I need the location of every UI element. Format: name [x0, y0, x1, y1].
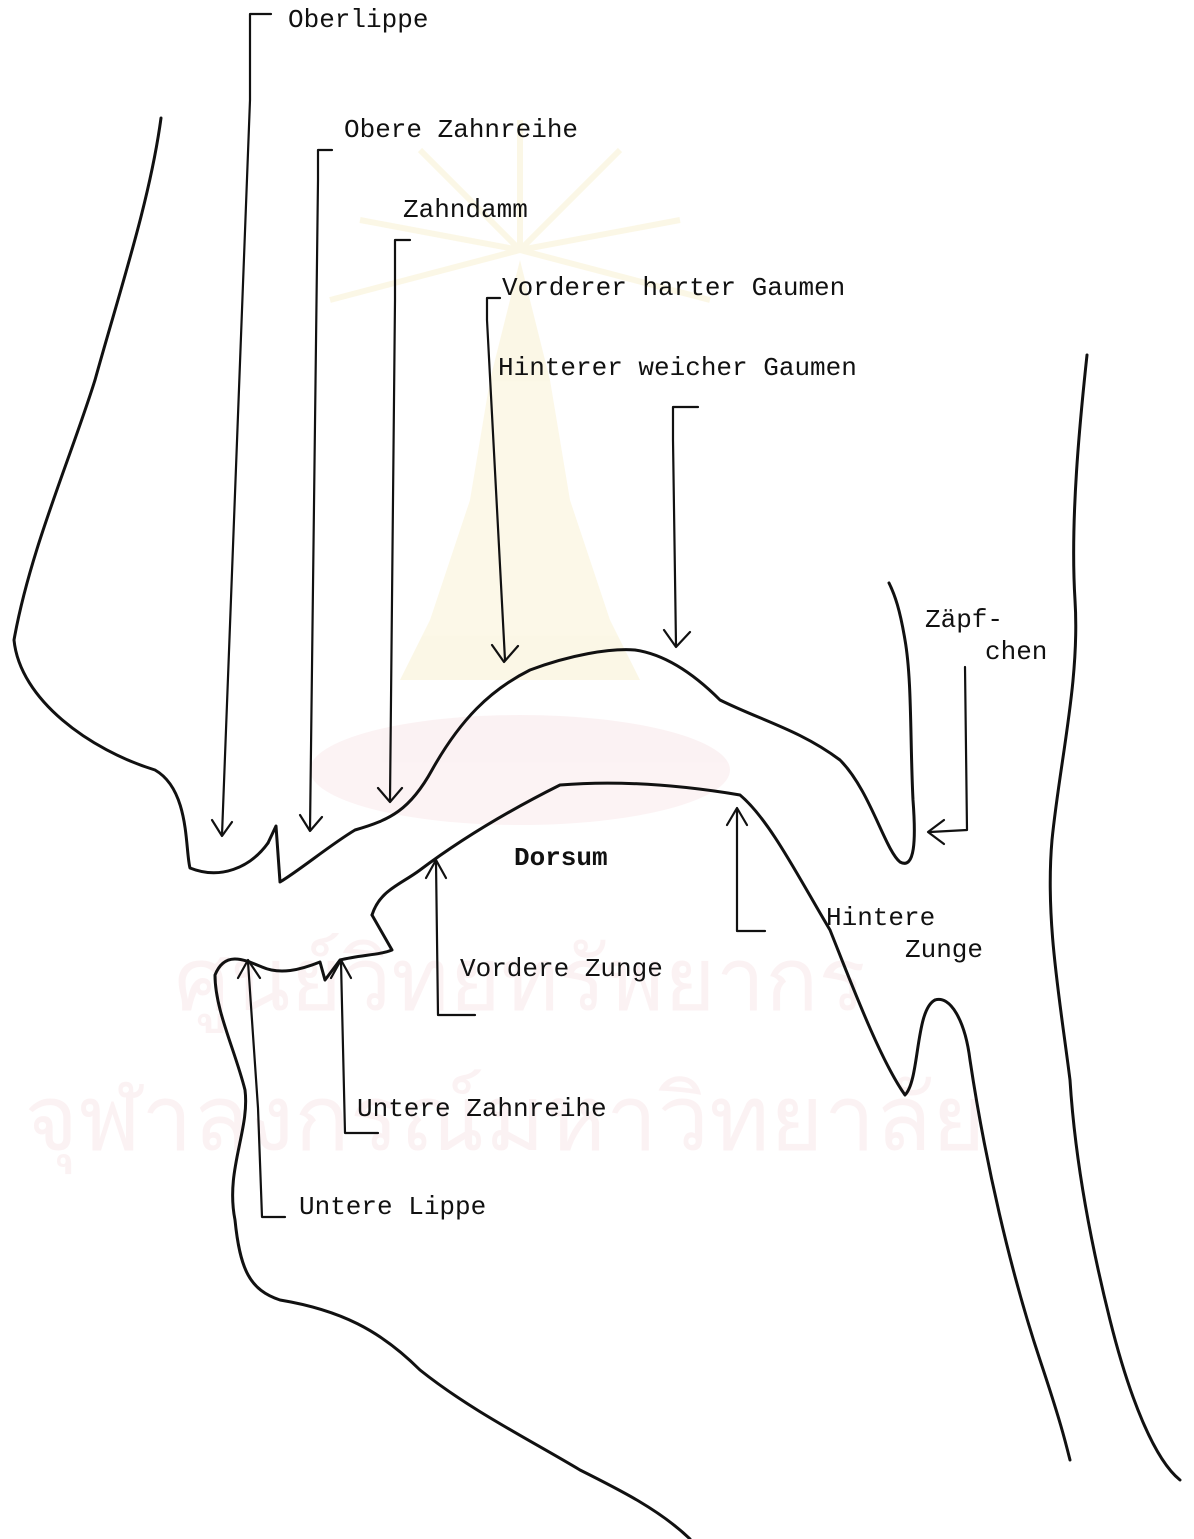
pharynx-back-wall — [1050, 355, 1180, 1480]
leader-hinterer-weicher-gaumen — [673, 407, 698, 645]
label-zahndamm: Zahndamm — [403, 194, 528, 226]
label-obere-zahnreihe: Obere Zahnreihe — [344, 114, 578, 146]
leader-zahndamm — [390, 240, 410, 800]
label-hintere-zunge-line2: Zunge — [905, 934, 983, 966]
label-hintere-zunge-line1: Hintere — [826, 902, 935, 934]
label-vordere-zunge: Vordere Zunge — [460, 953, 663, 985]
leader-zaepfchen — [930, 667, 967, 832]
nose-face-outline — [14, 118, 268, 873]
leader-hintere-zunge — [737, 810, 765, 931]
label-untere-zahnreihe: Untere Zahnreihe — [357, 1093, 607, 1125]
leader-obere-zahnreihe — [310, 150, 332, 830]
label-untere-lippe: Untere Lippe — [299, 1191, 486, 1223]
leader-oberlippe — [222, 14, 271, 835]
label-vorderer-harter-gaumen: Vorderer harter Gaumen — [502, 272, 845, 304]
label-dorsum: Dorsum — [514, 842, 608, 874]
label-hinterer-weicher-gaumen: Hinterer weicher Gaumen — [498, 352, 857, 384]
label-zaepfchen-line2: chen — [985, 636, 1047, 668]
label-zaepfchen-line1: Zäpf- — [925, 604, 1003, 636]
label-oberlippe: Oberlippe — [288, 4, 428, 36]
